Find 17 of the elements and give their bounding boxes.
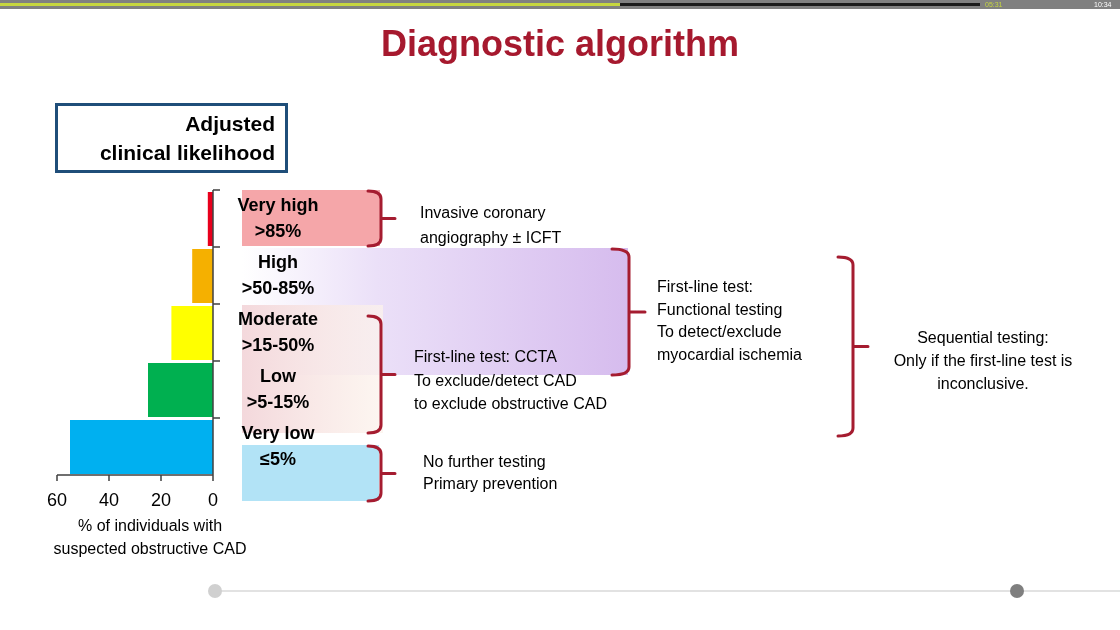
tick-label: 0	[208, 489, 218, 511]
note-text: Sequential testing: Only if the first-line test is inconclusive.	[893, 328, 1073, 394]
note-text: Invasive coronary angiography ± ICFT	[420, 203, 562, 248]
category-label: Moderate >15-50%	[238, 308, 318, 357]
heading-box	[55, 103, 288, 173]
tick-label: 60	[47, 489, 67, 511]
note-text: First-line test: CCTA To exclude/detect CAD to exclude obstructive CAD	[414, 347, 607, 414]
axis-title: % of individuals with suspected obstructive CAD	[53, 516, 247, 559]
note-text: First-line test: Functional testing To detect/exclude myocardial ischemia	[657, 277, 802, 365]
slide-title: Diagnostic algorithm	[381, 22, 739, 66]
category-label: Very low ≤5%	[241, 422, 315, 471]
category-label: Very high >85%	[237, 194, 319, 243]
note-text: No further testing Primary prevention	[423, 452, 558, 494]
tick-label: 40	[99, 489, 119, 511]
tick-label: 20	[151, 489, 171, 511]
box-text: Adjusted clinical likelihood	[99, 111, 275, 166]
category-label: High >50-85%	[241, 251, 315, 300]
